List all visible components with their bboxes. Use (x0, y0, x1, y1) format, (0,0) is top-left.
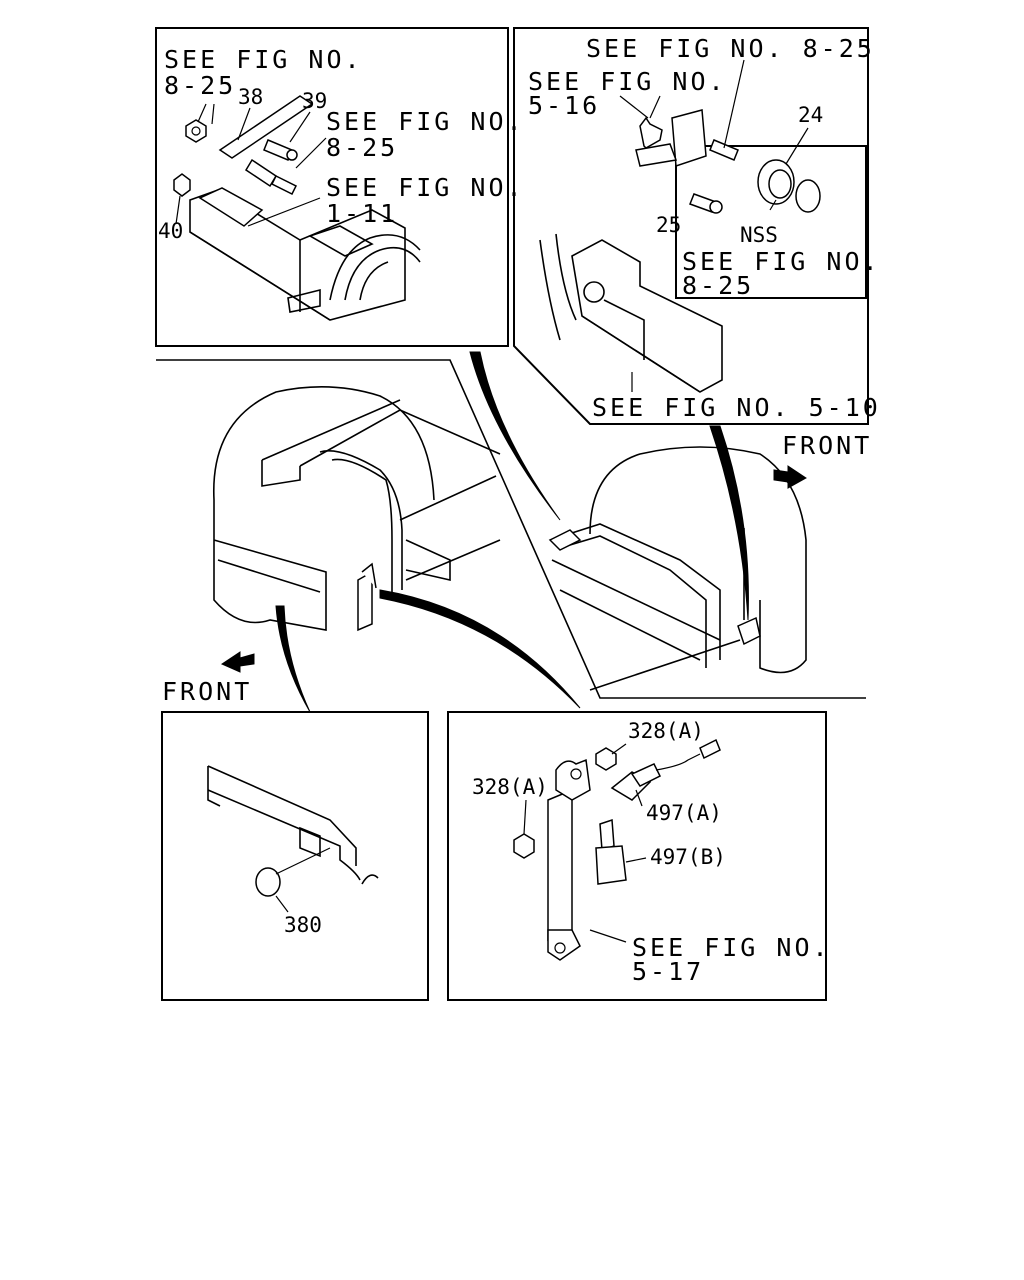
connector-swoosh-top-left (469, 351, 561, 521)
connector-swoosh-top-right (709, 425, 749, 621)
tl-see-fig-b-number: 8-25 (326, 133, 398, 162)
tr-see-fig-516-label: SEE FIG NO. (528, 67, 727, 96)
part-328a-top-label: 328(A) (628, 719, 704, 743)
part-39-label: 39 (302, 89, 327, 113)
part-24-label: 24 (798, 103, 823, 127)
tr-see-fig-top-label: SEE FIG NO. 8-25 (586, 34, 875, 63)
part-40-label: 40 (158, 219, 183, 243)
nss-label: NSS (740, 223, 778, 247)
detail-panel-top-right: SEE FIG NO. 8-25 SEE FIG NO. 5-16 24 25 … (513, 27, 881, 425)
part-38-label: 38 (238, 85, 263, 109)
br-see-fig-label: SEE FIG NO. (632, 933, 831, 962)
part-380-grommet (255, 867, 281, 897)
part-25-label: 25 (656, 213, 681, 237)
tr-see-fig-825-label: SEE FIG NO. (682, 247, 881, 276)
connector-swoosh-bottom-right (379, 589, 581, 709)
tr-see-fig-510-label: SEE FIG NO. 5-10 (592, 393, 881, 422)
tl-see-fig-b-label: SEE FIG NO. (326, 107, 525, 136)
detail-panel-bottom-right: 328(A) 328(A) 497(A) 497(B) SEE FIG NO. … (447, 711, 831, 1001)
front-arrow-right-icon (773, 465, 807, 489)
tl-see-fig-number: 8-25 (164, 71, 236, 100)
tr-see-fig-825-number: 8-25 (682, 271, 754, 300)
tr-see-fig-516-number: 5-16 (528, 91, 600, 120)
detail-panel-bottom-left: 380 (161, 711, 429, 1001)
part-380-label: 380 (284, 913, 322, 937)
front-label-right: FRONT (782, 431, 872, 460)
truck-view-right (548, 446, 807, 691)
tl-see-fig-label: SEE FIG NO. (164, 45, 363, 74)
detail-panel-top-left: SEE FIG NO. 8-25 38 39 SEE FIG NO. 8-25 … (155, 27, 525, 347)
part-497b-label: 497(B) (650, 845, 726, 869)
part-328a-left-label: 328(A) (472, 775, 548, 799)
tl-see-fig-c-number: 1-11 (326, 199, 398, 228)
front-arrow-left-icon (220, 651, 255, 673)
truck-view-left (156, 359, 866, 699)
part-497a-label: 497(A) (646, 801, 722, 825)
br-see-fig-number: 5-17 (632, 957, 704, 986)
tl-see-fig-c-label: SEE FIG NO. (326, 173, 525, 202)
front-label-left: FRONT (162, 677, 252, 706)
